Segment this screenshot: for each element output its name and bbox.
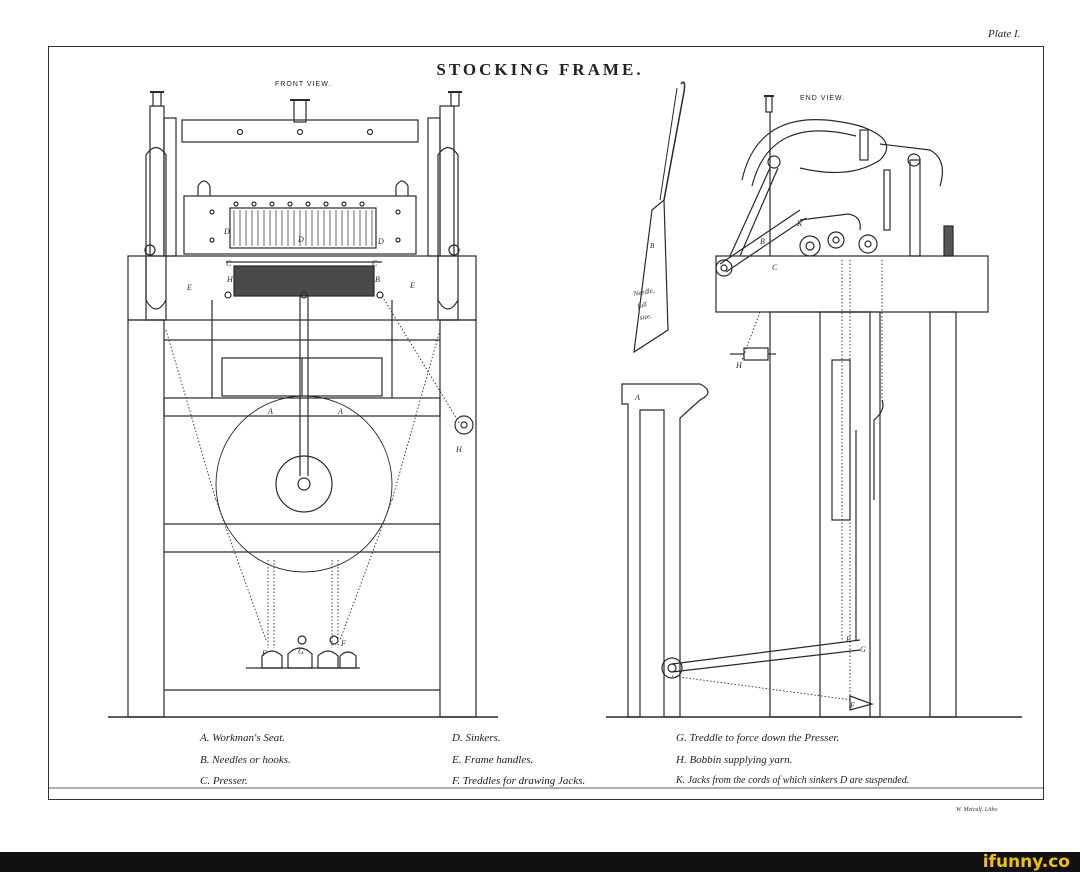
legend-k: K. Jacks from the cords of which sinkers… <box>676 775 910 786</box>
front-label-a1: A <box>267 407 273 416</box>
legend-d: D. Sinkers. <box>452 732 501 744</box>
front-label-f2: F <box>340 639 346 648</box>
legend-c: C. Presser. <box>200 775 248 787</box>
legend-h: H. Bobbin supplying yarn. <box>676 754 793 766</box>
front-view-label: FRONT VIEW. <box>275 81 332 88</box>
ifunny-watermark[interactable]: ifunny.co <box>982 852 1070 872</box>
plate-border <box>48 46 1044 800</box>
front-label-d3: D <box>377 237 384 246</box>
legend-a: A. Workman's Seat. <box>200 732 286 744</box>
end-label-f1: F <box>845 635 851 644</box>
end-view-label: END VIEW. <box>800 95 846 102</box>
end-label-g: G <box>860 645 866 654</box>
end-label-b: B <box>760 237 765 246</box>
watermark-bar: ifunny.co <box>0 852 1080 872</box>
needle-label-b: B <box>650 242 655 250</box>
front-label-c2: C <box>372 259 378 268</box>
needle-text-3: size. <box>639 312 653 322</box>
needle-detail-drawing: B Needle, full size. <box>632 81 686 354</box>
plate-number: Plate I. <box>988 28 1021 40</box>
plate-title: STOCKING FRAME. <box>436 60 644 79</box>
legend-e: E. Frame handles. <box>452 754 534 766</box>
front-label-h2: H <box>226 275 234 284</box>
front-label-a2: A <box>337 407 343 416</box>
needle-text-1: Needle, <box>632 286 655 298</box>
legend-g: G. Treddle to force down the Presser. <box>676 732 840 744</box>
end-label-c: C <box>772 263 778 272</box>
front-label-e2: E <box>409 281 415 290</box>
legend-f: F. Treddles for drawing Jacks. <box>452 775 586 787</box>
end-view-drawing: A B C F F G H K <box>606 95 1022 718</box>
plate-page: Plate I. STOCKING FRAME. FRONT VIEW. END… <box>48 28 1044 813</box>
end-label-f2: F <box>849 701 855 710</box>
legend-b: B. Needles or hooks. <box>200 754 291 766</box>
end-label-h: H <box>735 361 743 370</box>
front-label-d2: D <box>297 235 304 244</box>
front-label-d1: D <box>223 227 230 236</box>
front-view-drawing: A A B C C D D D E E F F G H H <box>108 91 498 718</box>
front-label-e1: E <box>186 283 192 292</box>
front-label-g: G <box>298 647 304 656</box>
lithographer-credit: W. Metcalf. Litho <box>956 807 998 813</box>
front-label-f1: F <box>261 649 267 658</box>
end-label-k: K <box>796 219 803 228</box>
needle-text-2: full <box>637 300 648 310</box>
front-label-h: H <box>455 445 463 454</box>
engraving: A A B C C D D D E E F F G H H <box>48 81 1044 789</box>
end-label-a: A <box>634 393 640 402</box>
front-label-c1: C <box>226 259 232 268</box>
front-label-b: B <box>375 275 380 284</box>
